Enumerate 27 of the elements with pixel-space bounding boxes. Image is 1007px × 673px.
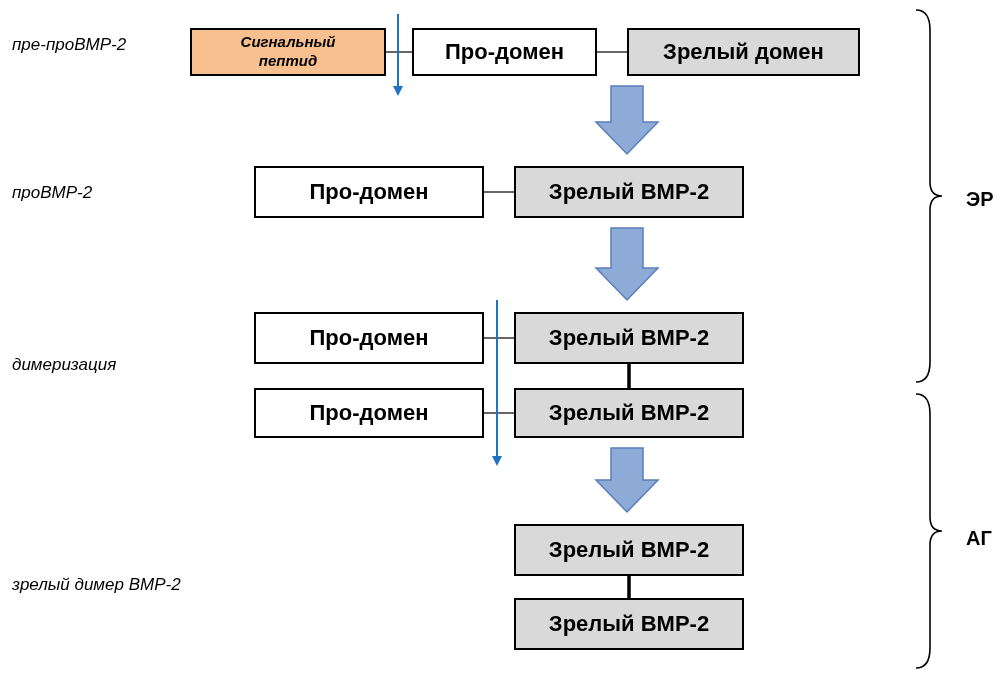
block-arrow <box>594 227 660 302</box>
compartment-label: ЭР <box>966 187 995 212</box>
domain-box: Зрелый BMP-2 <box>514 166 744 218</box>
connector-line <box>483 337 515 339</box>
domain-box: Зрелый BMP-2 <box>514 312 744 364</box>
domain-box: Зрелый домен <box>627 28 860 76</box>
row-label: димеризация <box>12 354 118 376</box>
connector-line <box>483 412 515 414</box>
connector-line <box>627 364 631 388</box>
connector-line <box>483 191 515 193</box>
block-arrow <box>594 447 660 514</box>
block-arrow <box>594 85 660 156</box>
domain-box: Про-домен <box>254 388 484 438</box>
row-label: зрелый димер BMP-2 <box>12 574 182 596</box>
domain-box: Зрелый BMP-2 <box>514 524 744 576</box>
compartment-label: АГ <box>966 526 993 551</box>
connector-line <box>596 51 628 53</box>
row-label: пре-проBMP-2 <box>12 34 128 56</box>
domain-box: Зрелый BMP-2 <box>514 598 744 650</box>
domain-box: Сигнальный пептид <box>190 28 386 76</box>
connector-line <box>627 576 631 598</box>
connector-line <box>385 51 413 53</box>
domain-box: Зрелый BMP-2 <box>514 388 744 438</box>
row-label: проBMP-2 <box>12 182 94 204</box>
domain-box: Про-домен <box>254 312 484 364</box>
domain-box: Про-домен <box>254 166 484 218</box>
domain-box: Про-домен <box>412 28 597 76</box>
